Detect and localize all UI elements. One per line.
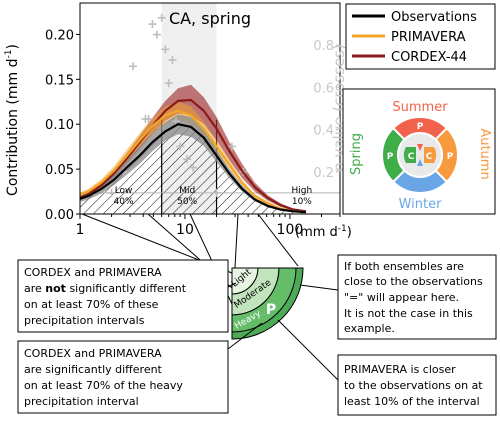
ring-p-spring: P: [387, 152, 394, 162]
annotation-box-1: CORDEX and PRIMAVERA are not significant…: [17, 259, 229, 333]
ring-inner-summer: [417, 144, 423, 151]
box1-line4: precipitation intervals: [24, 314, 145, 327]
annotation-box-2: CORDEX and PRIMAVERA are significantly d…: [17, 340, 229, 414]
series-line-primavera: [80, 109, 307, 214]
season-legend: P P P C C Summer Winter Spring Autumn: [342, 88, 496, 215]
ring-inner-winter: [417, 159, 423, 166]
y-axis-label: Contribution (mm d-1): [4, 44, 21, 196]
ring-center: [399, 134, 441, 176]
y-tick-label: 0.15: [45, 73, 74, 88]
interval-label-low: Low: [115, 186, 133, 196]
box3-line3: "=" will appear here.: [344, 291, 459, 304]
x-tick-label: 100: [277, 222, 304, 238]
x-tick-label: 1: [76, 222, 85, 238]
y-right-tick-label: 0.6: [313, 81, 334, 96]
p-value-cross: [129, 62, 138, 71]
box1-line3: on at least 70% of these: [24, 298, 159, 311]
x-tick-label: 10: [176, 222, 194, 238]
season-label-autumn: Autumn: [477, 128, 492, 179]
x-axis-label: (mm d-1): [295, 224, 352, 240]
legend-label-primavera: PRIMAVERA: [391, 30, 466, 45]
y-right-tick-label: 0.4: [313, 124, 334, 139]
box2-line4: precipitation interval: [24, 395, 139, 408]
ring-p-summer: P: [417, 122, 424, 132]
legend-label-cordex: CORDEX-44: [391, 50, 467, 65]
p-value-cross: [168, 55, 177, 64]
box3-line5: example.: [344, 322, 395, 335]
p-value-cross: [212, 188, 221, 197]
box3-line1: If both ensembles are: [344, 260, 464, 273]
p-value-cross: [164, 79, 173, 88]
annotation-box-3: If both ensembles are close to the obser…: [337, 254, 497, 340]
y-tick-label: 0.05: [45, 163, 74, 178]
chart-legend: Observations PRIMAVERA CORDEX-44: [345, 3, 496, 70]
p-value-cross: [107, 188, 116, 197]
interval-pct-low: 40%: [114, 197, 134, 207]
legend-label-observations: Observations: [391, 10, 477, 25]
box3-line4: It is not the case in this: [344, 307, 473, 320]
series-line-cordex-44: [80, 98, 307, 213]
y-tick-label: 0.10: [45, 118, 74, 133]
interval-label-mid: Mid: [179, 186, 195, 196]
arrow-box2-to-glyph: [227, 322, 263, 350]
p-value-cross: [171, 117, 180, 126]
y-right-tick-label: 0.2: [313, 166, 334, 181]
ring-p-autumn: P: [447, 152, 454, 162]
ring-spring: [381, 126, 406, 184]
glyph-sector-heavy: [231, 267, 297, 333]
precip-glyph: Light Moderate Heavy P: [230, 267, 304, 340]
p-value-cross: [189, 163, 198, 172]
box2-line2: are significantly different: [24, 363, 163, 376]
chart-title: CA, spring: [169, 9, 251, 28]
p-value-cross: [144, 115, 153, 124]
p-value-cross: [148, 20, 157, 29]
box2-line1: CORDEX and PRIMAVERA: [24, 347, 162, 360]
season-label-spring: Spring: [349, 133, 364, 175]
box4-line2: to the observations on at: [344, 379, 483, 392]
interval-pct-high: 10%: [292, 197, 312, 207]
p-value-cross: [183, 155, 192, 164]
p-value-cross: [227, 142, 236, 151]
arrow-box1-to-glyph: [227, 282, 237, 288]
p-value-cross: [161, 45, 170, 54]
box2-line3: on at least 70% of the heavy: [24, 379, 183, 392]
arrow-box4-to-glyph: [277, 319, 339, 381]
band-observations: [80, 114, 306, 214]
box1-line2: are not significantly different: [24, 282, 187, 295]
glyph-label-p: P: [266, 302, 276, 318]
box4-line3: least 10% of the interval: [344, 395, 480, 408]
box4-line1: PRIMAVERA is closer: [344, 363, 456, 376]
y-tick-label: 0.00: [45, 208, 74, 223]
interval-pct-mid: 50%: [177, 197, 197, 207]
box3-line2: close to the observations: [344, 275, 483, 288]
p-value-cross: [176, 142, 185, 151]
season-label-winter: Winter: [399, 197, 443, 212]
season-label-summer: Summer: [392, 100, 448, 115]
y-tick-label: 0.20: [45, 28, 74, 43]
ring-c-spring: C: [408, 152, 415, 162]
interval-label-high: High: [292, 186, 313, 196]
y-right-tick-label: 0.8: [313, 39, 334, 54]
annotation-box-4: PRIMAVERA is closer to the observations …: [337, 354, 497, 416]
ring-inner-spring: [403, 147, 416, 163]
box1-line1: CORDEX and PRIMAVERA: [24, 266, 162, 279]
series-line-observations: [80, 123, 307, 214]
arrow-box3-to-glyph: [299, 284, 339, 291]
ring-inner-autumn: [424, 147, 437, 163]
ring-c-autumn: C: [426, 152, 433, 162]
p-value-cross: [157, 13, 166, 22]
plot-frame: [79, 2, 341, 215]
p-value-cross: [152, 30, 161, 39]
